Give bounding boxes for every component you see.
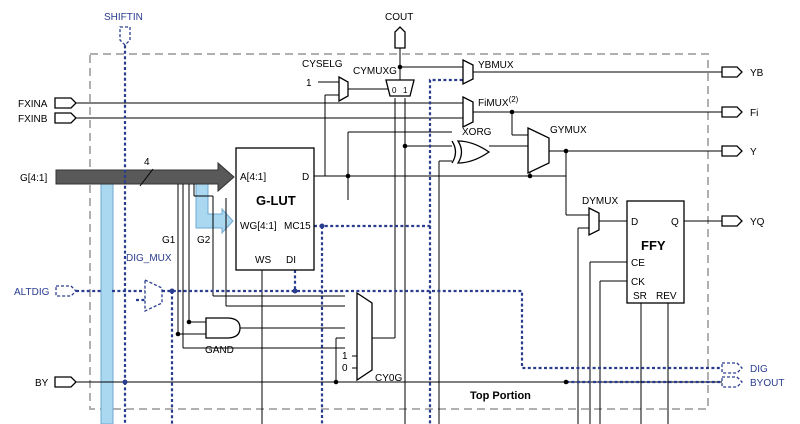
- cy0g-in0-label: 0: [342, 363, 348, 374]
- altdig-label: ALTDIG: [14, 287, 50, 298]
- y-port: [721, 145, 743, 157]
- g-lut-di-pin: DI: [286, 255, 296, 266]
- cy0g-mux: [356, 291, 373, 382]
- yb-port: [721, 66, 743, 78]
- dig-label: DIG: [750, 364, 768, 375]
- top-portion-label: Top Portion: [470, 390, 531, 402]
- yb-label: YB: [750, 68, 764, 79]
- ybmux: [462, 58, 474, 86]
- dymux: [588, 206, 600, 237]
- gand-gate: [205, 317, 241, 339]
- fxinb-port: [54, 112, 77, 124]
- cyselg-const-label: 1: [306, 78, 312, 89]
- byout-port: [721, 376, 743, 388]
- dig-mux-label: DIG_MUX: [126, 253, 172, 264]
- yq-port: [721, 215, 743, 227]
- cymuxg-label: CYMUXG: [353, 66, 397, 77]
- cyselg-label: CYSELG: [302, 59, 343, 70]
- byout-label: BYOUT: [750, 378, 784, 389]
- fimux-label: FiMUX(2): [478, 95, 519, 109]
- shiftin-port: [119, 26, 131, 46]
- ffy-q-pin: Q: [671, 217, 679, 228]
- g-lut-title: G-LUT: [256, 193, 296, 208]
- ffy-block: FFY D Q CE CK SR REV: [626, 200, 685, 304]
- gymux-label: GYMUX: [550, 125, 587, 136]
- fi-port: [721, 106, 743, 118]
- cout-label: COUT: [385, 12, 413, 23]
- g-lut-block: G-LUT A[4:1] D WG[4:1] MC15 WS DI: [235, 147, 315, 271]
- fi-label: Fi: [750, 108, 758, 119]
- y-label: Y: [750, 147, 757, 158]
- bus-width-label: 4: [144, 157, 150, 168]
- altdig-port: [55, 285, 77, 297]
- cymuxg-mux: [385, 79, 415, 97]
- xorg-label: XORG: [462, 127, 492, 138]
- ffy-d-pin: D: [631, 217, 638, 228]
- g-lut-d-pin: D: [302, 172, 309, 183]
- fxina-label: FXINA: [18, 99, 48, 110]
- yq-label: YQ: [750, 217, 765, 228]
- gymux: [527, 126, 550, 175]
- dig-mux: [144, 278, 163, 313]
- g-lut-mc15-pin: MC15: [284, 221, 311, 232]
- g-lut-wg-pin: WG[4:1]: [240, 221, 277, 232]
- xorg-gate: [456, 140, 491, 164]
- g-in-label: G[4:1]: [20, 173, 47, 184]
- by-port: [54, 376, 77, 388]
- cyselg-mux: [338, 75, 349, 103]
- g1-label: G1: [162, 235, 176, 246]
- g2-label: G2: [197, 235, 211, 246]
- cy0g-label: CY0G: [375, 373, 402, 384]
- dymux-label: DYMUX: [582, 196, 618, 207]
- fxinb-label: FXINB: [18, 114, 48, 125]
- ffy-ce-pin: CE: [631, 258, 645, 269]
- gand-label: GAND: [205, 345, 234, 356]
- fimux: [462, 95, 474, 129]
- ybmux-label: YBMUX: [478, 60, 514, 71]
- top-portion-border: [89, 53, 709, 410]
- shiftin-label: SHIFTIN: [104, 12, 143, 23]
- g2-highlight-arrow: [195, 182, 234, 235]
- cy0g-in1-label: 1: [342, 351, 348, 362]
- ffy-title: FFY: [641, 238, 666, 253]
- g-lut-ws-pin: WS: [255, 255, 271, 266]
- ffy-sr-pin: SR: [633, 291, 647, 302]
- g-lut-a-pin: A[4:1]: [240, 172, 266, 183]
- cymuxg-in1: 1: [403, 86, 408, 95]
- cymuxg-in0: 0: [392, 86, 397, 95]
- shift-highlight-bus: [100, 179, 114, 424]
- ffy-rev-pin: REV: [656, 291, 677, 302]
- dig-port: [721, 362, 743, 374]
- by-label: BY: [35, 378, 49, 389]
- fxina-port: [54, 97, 77, 109]
- cout-port: [394, 26, 406, 49]
- ffy-ck-pin: CK: [631, 277, 645, 288]
